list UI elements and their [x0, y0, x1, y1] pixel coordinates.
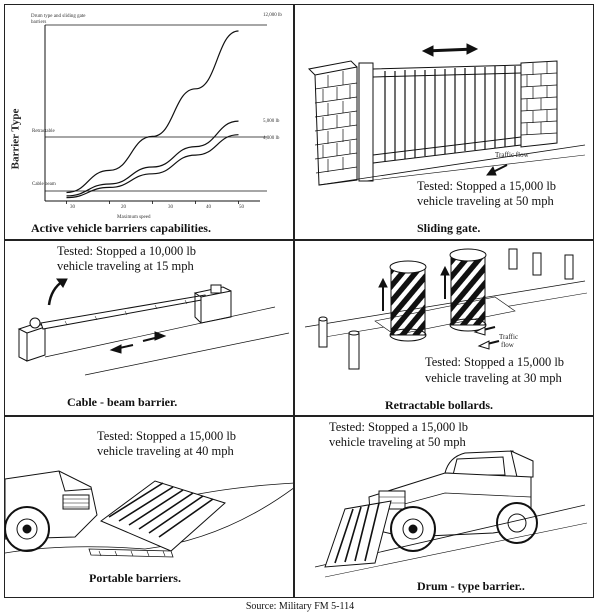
bollards-traffic-label-1: Traffic	[499, 333, 518, 341]
bollards-tested-line1: Tested: Stopped a 15,000 lb	[425, 355, 564, 370]
bollards-tested-line2: vehicle traveling at 30 mph	[425, 371, 562, 386]
cable-beam-caption: Cable - beam barrier.	[67, 395, 177, 410]
row-label-drum-sliding: Drum type and sliding gate barriers	[31, 14, 89, 26]
x-tick-4: 40	[206, 205, 211, 210]
panel-sliding-gate: Traffic flow Tested: Stopped a 15,000 lb…	[294, 4, 594, 240]
panel-cable-beam-barrier: Tested: Stopped a 10,000 lb vehicle trav…	[4, 240, 294, 416]
cable-beam-illustration	[5, 241, 294, 416]
end-label-12000: 12,000 lb	[263, 13, 282, 18]
chart-plot-area	[45, 25, 267, 204]
panel-drum-type-barrier: Tested: Stopped a 15,000 lb vehicle trav…	[294, 416, 594, 598]
x-tick-1: 30	[70, 205, 75, 210]
x-tick-2: 20	[121, 205, 126, 210]
drum-caption: Drum - type barrier..	[417, 579, 525, 594]
row-label-retractable: Retractable	[32, 129, 55, 134]
end-label-4000: 4,000 lb	[263, 136, 279, 141]
drum-barrier-illustration	[295, 417, 594, 598]
series-line-1	[67, 31, 239, 193]
x-tick-3: 30	[168, 205, 173, 210]
bollards-traffic-label-2: flow	[501, 341, 514, 349]
sliding-gate-caption: Sliding gate.	[417, 221, 480, 236]
portable-caption: Portable barriers.	[89, 571, 181, 586]
chart-xlabel: Maximum speed	[117, 215, 150, 220]
row-label-cable-beam: Cable beam	[32, 182, 56, 187]
panel-portable-barriers: Tested: Stopped a 15,000 lb vehicle trav…	[4, 416, 294, 598]
end-label-5000: 5,000 lb	[263, 119, 279, 124]
capabilities-chart	[5, 5, 294, 240]
sliding-gate-traffic-label: Traffic flow	[495, 151, 529, 159]
sliding-gate-tested-line2: vehicle traveling at 50 mph	[417, 194, 554, 209]
chart-caption: Active vehicle barriers capabilities.	[31, 221, 211, 236]
bollards-caption: Retractable bollards.	[385, 398, 493, 413]
source-note: Source: Military FM 5-114	[0, 601, 600, 612]
x-tick-5: 50	[239, 205, 244, 210]
chart-ylabel: Barrier Type	[9, 109, 21, 170]
series-line-2	[67, 121, 239, 196]
sliding-gate-tested-line1: Tested: Stopped a 15,000 lb	[417, 179, 556, 194]
panel-retractable-bollards: Traffic flow Tested: Stopped a 15,000 lb…	[294, 240, 594, 416]
panel-barrier-capabilities-chart: Barrier Type Drum type and sliding gate …	[4, 4, 294, 240]
bollards-illustration	[295, 241, 594, 416]
